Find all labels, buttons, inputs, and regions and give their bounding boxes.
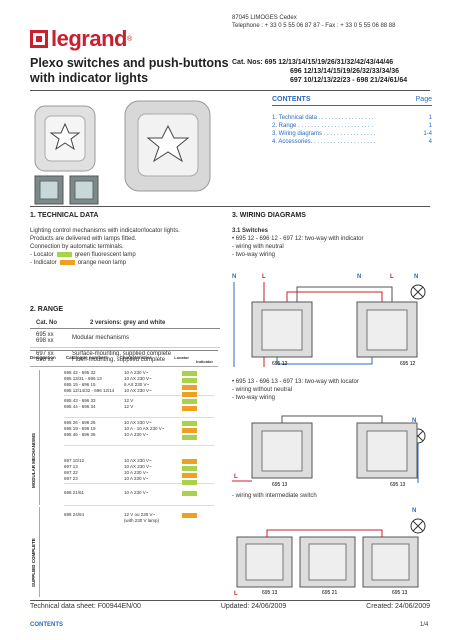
legrand-logo: legrand ® (30, 26, 132, 52)
legrand-logo-mark (30, 30, 48, 48)
svg-text:695 13: 695 13 (272, 482, 288, 488)
svg-text:695 12: 695 12 (400, 361, 416, 367)
catalogue-numbers: Cat. Nos: 695 12/13/14/15/19/26/31/32/42… (232, 58, 407, 85)
product-switch-large (124, 100, 211, 192)
svg-text:695 21: 695 21 (322, 590, 338, 596)
range-section: 2. RANGE (30, 306, 63, 313)
toc-item[interactable]: 3. Wiring diagrams . . . . . . . . . . .… (272, 131, 432, 137)
brand-name: legrand (51, 26, 127, 51)
table-row: 698 21/61 10 A 230 V~ (64, 484, 214, 506)
wiring-section: 3. WIRING DIAGRAMS 3.1 Switches • 695 12… (232, 212, 432, 259)
section-divider (30, 206, 430, 207)
wiring-text-2: • 695 13 - 696 13 - 697 13: two-way with… (232, 379, 359, 401)
catnos-line1: Cat. Nos: 695 12/13/14/15/19/26/31/32/42… (232, 59, 394, 66)
footer: Technical data sheet: F00944EN/00 Update… (30, 603, 430, 610)
technical-data-text: Lighting control mechanisms with indicat… (30, 227, 220, 267)
wiring-diagram-3: N L 695 13 695 21 695 13 (234, 508, 426, 597)
indicator-swatch (59, 259, 75, 265)
svg-text:695 13: 695 13 (392, 590, 408, 596)
footer-created: Created: 24/06/2009 (366, 603, 430, 610)
registered-mark: ® (126, 35, 133, 43)
footer-contents-link[interactable]: CONTENTS (30, 622, 63, 628)
wiring-text-3: - wiring with intermediate switch (232, 493, 317, 499)
range-heading: 2. RANGE (30, 306, 64, 313)
label-l: L (262, 274, 266, 280)
product-table: Designation Catalogue numbers Characteri… (30, 350, 218, 367)
footer-sheet: Technical data sheet: F00944EN/00 (30, 603, 141, 610)
page-number: 1/4 (420, 622, 429, 628)
svg-text:N: N (412, 418, 416, 424)
svg-text:L: L (234, 591, 238, 597)
contents-box: CONTENTS Page 1. Technical data . . . . … (272, 96, 432, 146)
title-line1: Plexo switches and push-buttons (30, 56, 229, 70)
document-title: Plexo switches and push-buttons with ind… (30, 56, 229, 86)
wiring-heading: 3. WIRING DIAGRAMS (232, 212, 306, 219)
product-switch-small (34, 105, 96, 172)
address-line1: 87045 LIMOGES Cedex (232, 15, 297, 21)
address-line2: Telephone : + 33 0 5 55 06 87 87 - Fax :… (232, 23, 396, 29)
toc-item[interactable]: 4. Accessories. . . . . . . . . . . . . … (272, 139, 432, 145)
side-label-modular: MODULAR MECHANISMS (30, 370, 40, 505)
toc-item[interactable]: 1. Technical data . . . . . . . . . . . … (272, 115, 432, 121)
wiring-diagram-1: N L N L N 695 12 695 12 (232, 274, 426, 367)
contents-header: CONTENTS Page (272, 96, 432, 106)
product-table-header: Designation Catalogue numbers Characteri… (30, 351, 218, 367)
svg-text:695 13: 695 13 (262, 590, 278, 596)
technical-data-section: 1. TECHNICAL DATA Lighting control mecha… (30, 212, 220, 267)
wiring-diagram-2: N L 695 13 695 13 (232, 415, 426, 488)
label-l: L (390, 274, 394, 280)
svg-text:L: L (234, 474, 238, 480)
header-divider (30, 90, 430, 91)
product-mechanisms (34, 175, 99, 205)
locator-swatch (56, 251, 72, 257)
label-n: N (357, 274, 361, 280)
toc-item[interactable]: 2. Range . . . . . . . . . . . . . . . .… (272, 123, 432, 129)
footer-updated: Updated: 24/06/2009 (220, 603, 287, 610)
lamp-icon (410, 284, 426, 300)
catnos-line2: 696 12/13/14/15/19/26/32/33/34/36 (290, 68, 399, 75)
wiring-subheading: 3.1 Switches (232, 228, 269, 234)
range-table: Cat. No 2 versions: grey and white 695 x… (30, 320, 220, 366)
svg-text:695 12: 695 12 (272, 361, 288, 367)
label-n: N (232, 274, 236, 280)
contents-page-heading: Page (415, 96, 432, 103)
title-line2: with indicator lights (30, 71, 149, 85)
side-label-complete: SUPPLIED COMPLETE (30, 507, 40, 597)
svg-text:695 13: 695 13 (390, 482, 406, 488)
catnos-line3: 697 10/12/13/22/23 - 698 21/24/61/64 (290, 77, 408, 84)
label-n: N (414, 274, 418, 280)
footer-divider (30, 600, 430, 601)
range-header-row: Cat. No 2 versions: grey and white (30, 320, 220, 329)
product-photos (34, 100, 211, 205)
table-row: 698 24/64 12 V ou 230 V~(with 230 V lamp… (64, 506, 214, 534)
contents-heading: CONTENTS (272, 96, 311, 103)
toc-list: 1. Technical data . . . . . . . . . . . … (272, 114, 432, 146)
technical-data-heading: 1. TECHNICAL DATA (30, 212, 99, 219)
company-address: 87045 LIMOGES Cedex Telephone : + 33 0 5… (232, 14, 395, 30)
svg-text:N: N (412, 508, 416, 514)
lamp-icon (410, 518, 426, 534)
